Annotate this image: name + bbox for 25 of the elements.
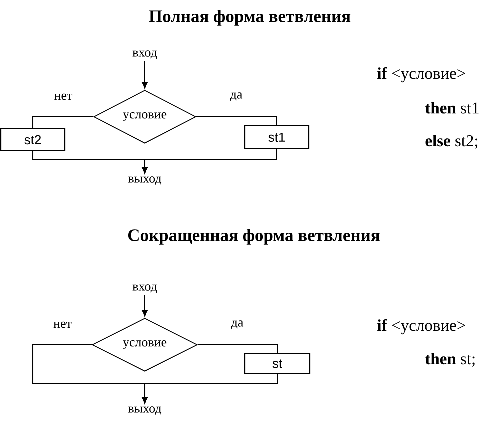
code-line: then st1 [425,102,479,114]
edge-label: нет [54,322,72,328]
arrow [142,149,278,174]
heading: Полная форма ветвления [149,10,351,26]
edge-label: да [230,92,243,102]
terminal-label: выход [128,176,162,186]
process-box: st [244,353,311,375]
code-line: if <условие> [378,319,466,335]
terminal-label: выход [128,406,162,416]
process-box: st1 [244,125,310,150]
code-line: then st; [425,353,475,367]
connector-line [196,116,278,126]
heading: Сокращенная форма ветвления [128,229,380,245]
edge-label: нет [54,94,73,100]
connector-line [32,116,94,129]
code-line: else st2; [426,135,478,149]
terminal-label: вход [132,284,158,294]
terminal-label: вход [132,50,158,60]
process-box: st2 [0,128,66,152]
arrow [142,60,148,89]
code-line: if <условие> [378,67,466,83]
connector-line [197,344,278,354]
arrow [142,294,148,317]
arrow [142,374,278,404]
edge-label: да [231,320,244,330]
